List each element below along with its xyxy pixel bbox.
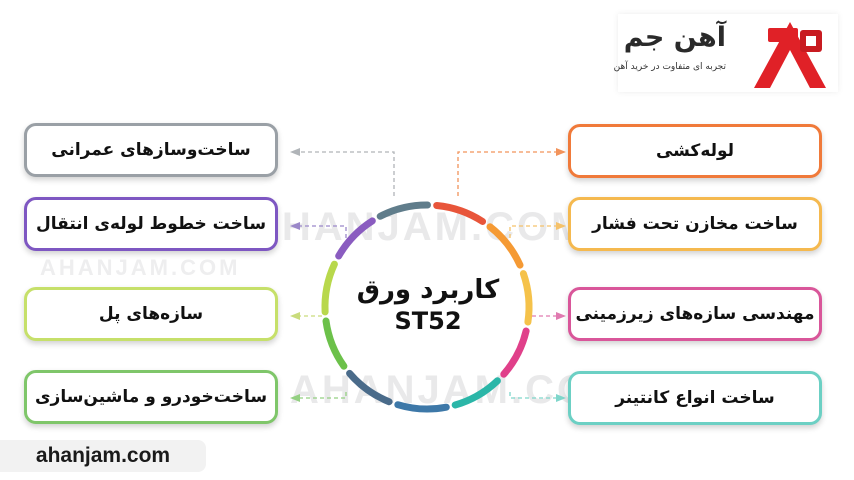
arrow-head (556, 222, 566, 230)
arrow-head (556, 148, 566, 156)
ring-segment (433, 202, 487, 225)
usage-label: ساخت‌وسازهای عمرانی (51, 140, 251, 160)
usage-civil-construction: ساخت‌وسازهای عمرانی (24, 123, 278, 177)
usage-label: ساخت خطوط لوله‌ی انتقال (35, 214, 267, 234)
brand-name: آهن جم (623, 22, 726, 53)
brand-logo: آهن جم تجربه ای متفاوت در خرید آهن (614, 14, 838, 92)
arrow-head (290, 394, 300, 402)
usage-label: ساخت‌خودرو و ماشین‌سازی (34, 387, 268, 407)
center-title-line1: کاربرد ورق (356, 275, 500, 305)
arrow-head (556, 312, 566, 320)
arrow-head (290, 148, 300, 156)
usage-label: ساخت انواع کانتینر (615, 388, 775, 408)
ring-segment (376, 201, 431, 220)
connector-right-1 (457, 151, 556, 196)
connector-left-4 (300, 392, 347, 399)
usage-pipeline-construction: ساخت خطوط لوله‌ی انتقال (24, 197, 278, 251)
usage-label: ساخت مخازن تحت فشار (592, 214, 798, 234)
ring-segment (346, 369, 393, 406)
connector-right-4 (509, 392, 556, 399)
connector-right-2 (509, 225, 556, 238)
ring-segment (335, 217, 376, 260)
brand-mark-icon (754, 22, 826, 88)
center-title: کاربرد ورق ST52 (338, 274, 518, 336)
connector-left-2 (300, 225, 347, 238)
watermark: AHANJAM.COM (40, 255, 241, 280)
usage-label: لوله‌کشی (655, 141, 735, 161)
arrow-head (290, 312, 300, 320)
ring-segment (500, 327, 530, 378)
usage-label: سازه‌های پل (98, 304, 204, 324)
usage-label: مهندسی سازه‌های زیرزمینی (575, 304, 815, 324)
connector-left-1 (300, 151, 395, 196)
site-url: ahanjam.com (0, 440, 206, 472)
ring-segment (394, 401, 450, 413)
center-title-line2: ST52 (394, 307, 462, 335)
watermark: AHANJAM.COM (250, 205, 588, 249)
center-ring (321, 201, 533, 413)
usage-piping: لوله‌کشی (568, 124, 822, 178)
brand-tagline: تجربه ای متفاوت در خرید آهن (613, 62, 726, 72)
ring-segment (519, 270, 533, 326)
usage-underground-structures: مهندسی سازه‌های زیرزمینی (568, 287, 822, 341)
ring-segment (321, 260, 338, 316)
usage-pressure-vessels: ساخت مخازن تحت فشار (568, 197, 822, 251)
ring-segment (486, 223, 524, 269)
arrow-head (556, 394, 566, 402)
arrow-head (290, 222, 300, 230)
usage-automotive-machinery: ساخت‌خودرو و ماشین‌سازی (24, 370, 278, 424)
usage-bridge-structures: سازه‌های پل (24, 287, 278, 341)
usage-containers: ساخت انواع کانتینر (568, 371, 822, 425)
ring-segment (451, 377, 501, 409)
ring-segment (322, 317, 348, 370)
